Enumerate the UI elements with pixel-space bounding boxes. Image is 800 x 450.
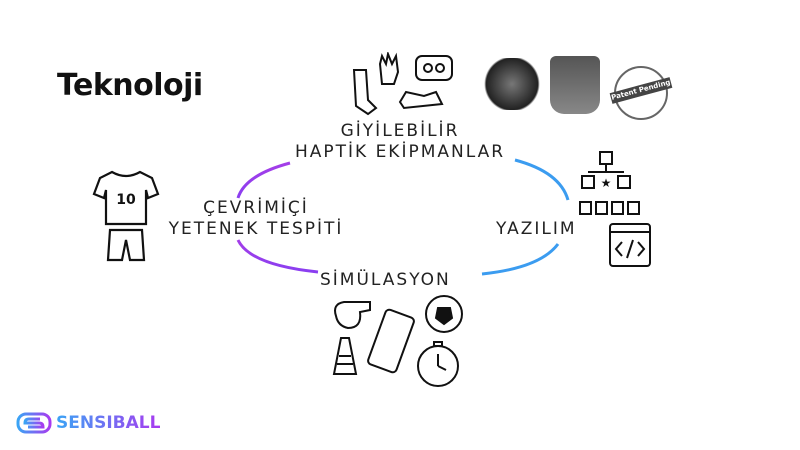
node-line: YETENEK TESPİTİ bbox=[168, 219, 344, 239]
node-line: GİYİLEBİLİR bbox=[340, 121, 460, 141]
code-window-icon bbox=[609, 223, 651, 267]
left-arc-bottom bbox=[236, 239, 319, 274]
shin-guard-icon bbox=[415, 55, 453, 81]
cone-icon bbox=[332, 337, 358, 375]
logo-text: SENSIBALL bbox=[56, 413, 161, 433]
node-line: HAPTİK EKİPMANLAR bbox=[294, 142, 506, 162]
patent-pending-stamp: Patent Pending bbox=[609, 66, 673, 120]
page-title: Teknoloji bbox=[57, 68, 203, 103]
node-wearable-haptics: GİYİLEBİLİR HAPTİK EKİPMANLAR bbox=[280, 121, 520, 163]
left-arc-top bbox=[236, 161, 291, 199]
jersey-number: 10 bbox=[116, 192, 136, 208]
glove-icon bbox=[378, 52, 400, 85]
sensiball-logo-icon bbox=[16, 412, 52, 434]
hierarchy-icon: ★ bbox=[579, 151, 640, 215]
football-icon bbox=[425, 295, 463, 333]
wearable-gear-icons bbox=[352, 52, 453, 116]
simulation-icons bbox=[332, 295, 463, 387]
right-arc-bottom bbox=[481, 243, 560, 276]
whistle-icon bbox=[334, 301, 371, 330]
stopwatch-icon bbox=[417, 341, 459, 387]
sock-icon bbox=[352, 69, 378, 116]
node-line: ÇEVRİMİÇİ bbox=[203, 198, 309, 218]
boot-icon bbox=[398, 90, 444, 110]
svg-text:★: ★ bbox=[601, 176, 612, 190]
node-online-talent: ÇEVRİMİÇİ YETENEK TESPİTİ bbox=[156, 198, 356, 240]
node-software: YAZILIM bbox=[496, 219, 577, 239]
haptic-shoe-photo bbox=[550, 56, 600, 114]
haptic-device-photo bbox=[482, 58, 542, 110]
right-arc-top bbox=[514, 158, 570, 201]
jersey-icon: 10 bbox=[92, 170, 160, 262]
stamp-text: Patent Pending bbox=[609, 77, 673, 104]
tactics-board-icon bbox=[367, 308, 415, 374]
node-simulation: SİMÜLASYON bbox=[320, 270, 451, 290]
sensiball-logo: SENSIBALL bbox=[16, 412, 160, 434]
software-icons: ★ bbox=[579, 151, 651, 267]
